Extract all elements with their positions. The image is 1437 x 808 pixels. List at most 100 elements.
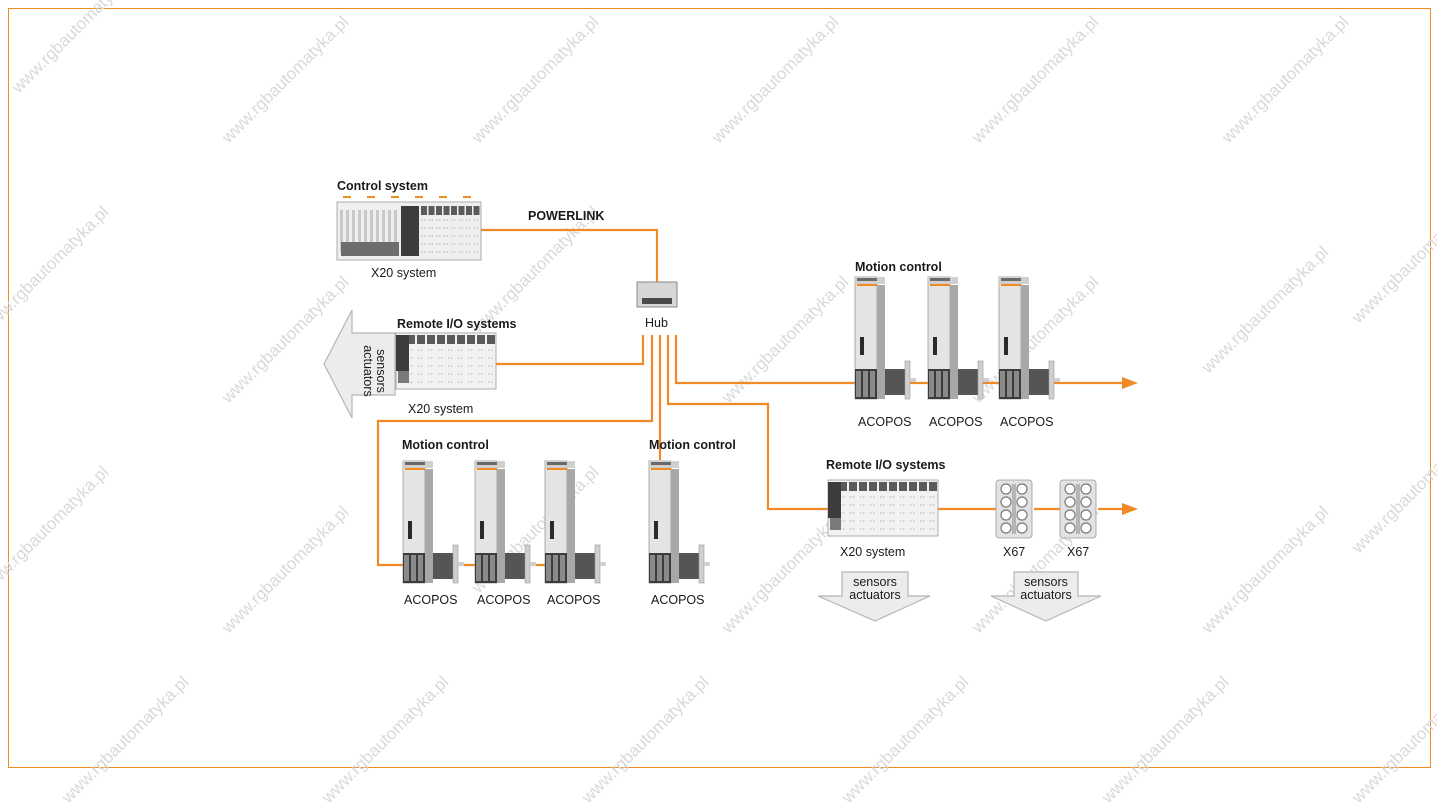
x20-remote-io-left <box>395 332 497 390</box>
io-module-top <box>443 206 450 215</box>
drive-display <box>408 521 412 539</box>
drive-connector <box>477 462 497 465</box>
x67-port <box>1016 496 1028 508</box>
drive-display <box>933 337 937 355</box>
sensors-actuators-arrow-down-1 <box>817 571 931 622</box>
acopos-bottom-3 <box>544 460 606 584</box>
x20-module-top <box>417 335 425 344</box>
acopos-r1-label: ACOPOS <box>858 415 912 429</box>
drive-plug <box>404 555 409 581</box>
remote-io-left-label: Remote I/O systems <box>397 317 517 331</box>
hub-label: Hub <box>645 316 668 330</box>
remote-io-br-label: Remote I/O systems <box>826 458 946 472</box>
x20-power-module <box>398 371 409 383</box>
link-hub-to-bottom-right-io <box>666 335 828 511</box>
x67-port <box>1016 483 1028 495</box>
drive-plug <box>870 371 875 397</box>
drive-status-led <box>930 284 950 286</box>
drive-connector <box>1001 278 1021 281</box>
io-module-top <box>466 206 472 215</box>
io-module-top <box>473 206 480 215</box>
x20-system-br-label: X20 system <box>840 545 906 559</box>
x67-port <box>1016 522 1028 534</box>
drive-plug <box>856 371 861 397</box>
actuators-left-label: actuators <box>361 345 375 397</box>
x67-1-label: X67 <box>1003 545 1026 559</box>
cpu-vent <box>382 210 385 252</box>
cpu-vent <box>370 210 373 252</box>
link-hub-to-left-io <box>496 335 645 366</box>
x67-center-strip <box>1076 484 1080 534</box>
drive-status-led <box>547 468 567 470</box>
acopos-right-2 <box>927 276 989 400</box>
cpu-interface <box>401 206 419 256</box>
motor-shaft <box>910 378 916 382</box>
acopos-bottom-2 <box>474 460 536 584</box>
acopos-r3-label: ACOPOS <box>1000 415 1054 429</box>
x67-port <box>1064 509 1076 521</box>
x67-port <box>1064 496 1076 508</box>
status-led <box>415 196 423 198</box>
cpu-vent <box>394 210 397 252</box>
drive-plug <box>1000 371 1005 397</box>
motor-flange <box>904 360 911 400</box>
cpu-vent <box>376 210 379 252</box>
drive-heatsink <box>1021 285 1029 399</box>
drive-connector <box>930 278 950 281</box>
x20-power-module <box>830 518 841 530</box>
x20-module-top <box>849 482 857 491</box>
control-system-device <box>336 196 482 261</box>
arrowhead-right-icon <box>1122 503 1138 515</box>
drive-plug <box>490 555 495 581</box>
drive-connector <box>857 278 877 281</box>
drive-plug <box>476 555 481 581</box>
arrowhead-right-icon <box>1122 377 1138 389</box>
io-module-top <box>458 206 465 215</box>
motor-flange <box>698 544 705 584</box>
network-diagram <box>323 196 1138 622</box>
drive-status-led <box>651 468 671 470</box>
x20-module-top <box>407 335 415 344</box>
motor-body <box>1029 369 1049 395</box>
link-control-to-hub <box>480 228 659 283</box>
drive-plug <box>1007 371 1012 397</box>
drive-display <box>550 521 554 539</box>
acopos-b1-label: ACOPOS <box>404 593 458 607</box>
x20-module-top <box>457 335 465 344</box>
motor-body <box>958 369 978 395</box>
cpu-vent <box>352 210 355 252</box>
x20-bus-module <box>396 335 409 371</box>
x20-module-top <box>467 335 475 344</box>
drive-display <box>480 521 484 539</box>
x67-port <box>1000 496 1012 508</box>
x67-port <box>1000 509 1012 521</box>
drive-plug <box>411 555 416 581</box>
io-module-top <box>428 206 435 215</box>
motor-shaft <box>458 562 464 566</box>
x20-module-top <box>859 482 867 491</box>
x67-port <box>1000 483 1012 495</box>
x20-module-top <box>909 482 917 491</box>
motor-body <box>505 553 525 579</box>
motor-shaft <box>983 378 989 382</box>
drive-plug <box>936 371 941 397</box>
powerlink-links <box>376 228 1125 567</box>
x20-module-top <box>899 482 907 491</box>
motor-flange <box>524 544 531 584</box>
x20-system-top-label: X20 system <box>371 266 437 280</box>
x20-module-top <box>929 482 937 491</box>
acopos-b4-label: ACOPOS <box>651 593 705 607</box>
actuators-b1-label: actuators <box>849 588 901 602</box>
x20-module-top <box>487 335 495 344</box>
status-led <box>391 196 399 198</box>
drive-heatsink <box>497 469 505 583</box>
motor-shaft <box>530 562 536 566</box>
x67-center-strip <box>1012 484 1016 534</box>
io-module-top <box>436 206 442 215</box>
motor-shaft <box>704 562 710 566</box>
x20-module-top <box>447 335 455 344</box>
status-led <box>343 196 351 198</box>
sensors-left-label: sensors <box>374 349 388 393</box>
cpu-vent <box>364 210 367 252</box>
acopos-b2-label: ACOPOS <box>477 593 531 607</box>
